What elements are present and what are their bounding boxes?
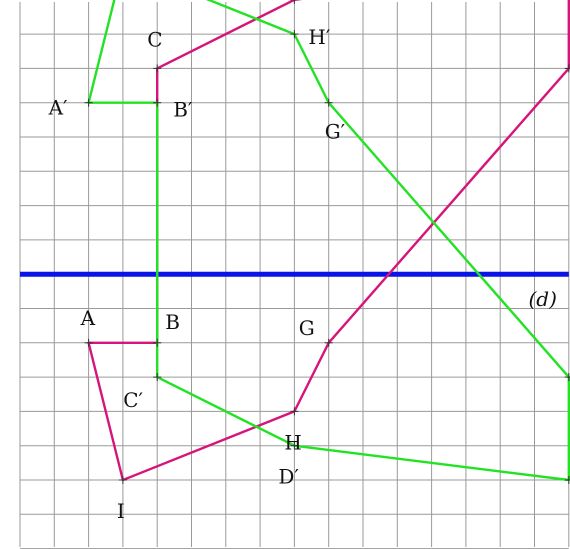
vertex-label: I: [117, 499, 125, 523]
vertex-ticks: [84, 0, 570, 484]
vertex-label: G′: [325, 120, 346, 144]
vertex-label: B: [165, 310, 180, 334]
vertex-label: G: [299, 316, 315, 340]
vertex-label: A: [80, 306, 96, 330]
vertex-label: C′: [123, 388, 143, 412]
vertex-label: D′: [278, 465, 299, 489]
axis-label-d: (d): [529, 287, 557, 311]
image-polygon: [87, 0, 570, 482]
vertex-label: C: [147, 27, 162, 51]
vertex-label: A′: [48, 96, 68, 120]
vertex-labels: ABCDEFGHIA′B′C′D′E′F′G′H′I′: [48, 25, 346, 523]
vertex-label: H: [284, 430, 301, 454]
vertex-label: B′: [173, 98, 193, 122]
vertex-label: H′: [308, 25, 330, 49]
